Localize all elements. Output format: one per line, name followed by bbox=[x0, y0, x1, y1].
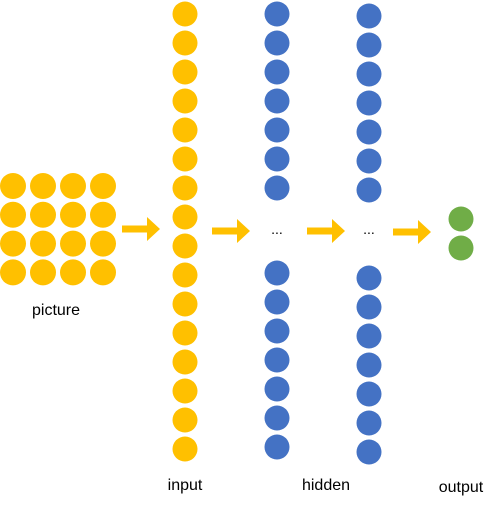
picture-pixel-node bbox=[30, 259, 56, 286]
hidden-node bbox=[264, 30, 290, 56]
hidden-node bbox=[264, 405, 290, 431]
hidden-node bbox=[264, 434, 290, 460]
input-node bbox=[172, 378, 198, 404]
input-node bbox=[172, 59, 198, 85]
output-node bbox=[448, 235, 474, 261]
hidden-node bbox=[356, 352, 382, 378]
picture-pixel-node bbox=[30, 173, 56, 199]
picture-pixel-node bbox=[60, 230, 86, 257]
hidden-node bbox=[264, 175, 290, 201]
hidden-node bbox=[356, 148, 382, 174]
input-node bbox=[172, 175, 198, 201]
arrow-input-to-hidden-1 bbox=[212, 219, 250, 243]
hidden-node bbox=[356, 381, 382, 407]
hidden-node bbox=[264, 117, 290, 143]
picture-pixel-node bbox=[0, 230, 26, 257]
picture-pixel-node bbox=[90, 259, 116, 286]
picture-pixel-node bbox=[90, 201, 116, 228]
hidden-node bbox=[264, 146, 290, 172]
hidden-2-ellipsis: ... bbox=[363, 221, 375, 237]
output-label: output bbox=[439, 479, 484, 496]
hidden-node bbox=[264, 59, 290, 85]
hidden-node bbox=[356, 265, 382, 291]
input-layer bbox=[172, 1, 198, 462]
picture-label: picture bbox=[32, 302, 80, 319]
picture-pixel-node bbox=[0, 259, 26, 286]
hidden-node bbox=[356, 32, 382, 58]
picture-pixel-node bbox=[30, 201, 56, 228]
picture-pixel-node bbox=[90, 173, 116, 199]
hidden-node bbox=[356, 439, 382, 465]
input-node bbox=[172, 320, 198, 346]
input-node bbox=[172, 436, 198, 462]
hidden-layer-1 bbox=[264, 1, 290, 460]
output-layer bbox=[448, 206, 474, 261]
hidden-layer-2 bbox=[356, 3, 382, 465]
input-label: input bbox=[168, 477, 203, 494]
input-node bbox=[172, 349, 198, 375]
input-node bbox=[172, 146, 198, 172]
arrow-hidden-1-to-hidden-2 bbox=[307, 219, 345, 243]
hidden-node bbox=[356, 410, 382, 436]
arrow-picture-to-input bbox=[122, 217, 160, 241]
input-node bbox=[172, 88, 198, 114]
hidden-node bbox=[264, 347, 290, 373]
picture-pixel-node bbox=[60, 201, 86, 228]
hidden-1-ellipsis: ... bbox=[271, 221, 283, 237]
hidden-node bbox=[264, 318, 290, 344]
hidden-label: hidden bbox=[302, 477, 350, 494]
hidden-node bbox=[356, 177, 382, 203]
hidden-node bbox=[356, 3, 382, 29]
input-node bbox=[172, 262, 198, 288]
hidden-node bbox=[264, 1, 290, 27]
input-node bbox=[172, 233, 198, 259]
input-node bbox=[172, 407, 198, 433]
hidden-node bbox=[356, 61, 382, 87]
hidden-node bbox=[264, 88, 290, 114]
hidden-node bbox=[264, 289, 290, 315]
hidden-node bbox=[264, 260, 290, 286]
picture-pixel-node bbox=[90, 230, 116, 257]
input-node bbox=[172, 30, 198, 56]
picture-pixel-node bbox=[60, 259, 86, 286]
picture-pixel-node bbox=[0, 173, 26, 199]
input-node bbox=[172, 291, 198, 317]
hidden-node bbox=[356, 294, 382, 320]
hidden-node bbox=[356, 119, 382, 145]
picture-pixel-node bbox=[30, 230, 56, 257]
input-node bbox=[172, 1, 198, 27]
picture-pixel-node bbox=[60, 173, 86, 199]
input-node bbox=[172, 117, 198, 143]
picture-grid bbox=[0, 173, 116, 286]
hidden-node bbox=[356, 90, 382, 116]
input-node bbox=[172, 204, 198, 230]
arrow-hidden-2-to-output bbox=[393, 220, 431, 244]
arrows bbox=[122, 217, 431, 244]
picture-pixel-node bbox=[0, 201, 26, 228]
output-node bbox=[448, 206, 474, 232]
hidden-node bbox=[264, 376, 290, 402]
hidden-node bbox=[356, 323, 382, 349]
